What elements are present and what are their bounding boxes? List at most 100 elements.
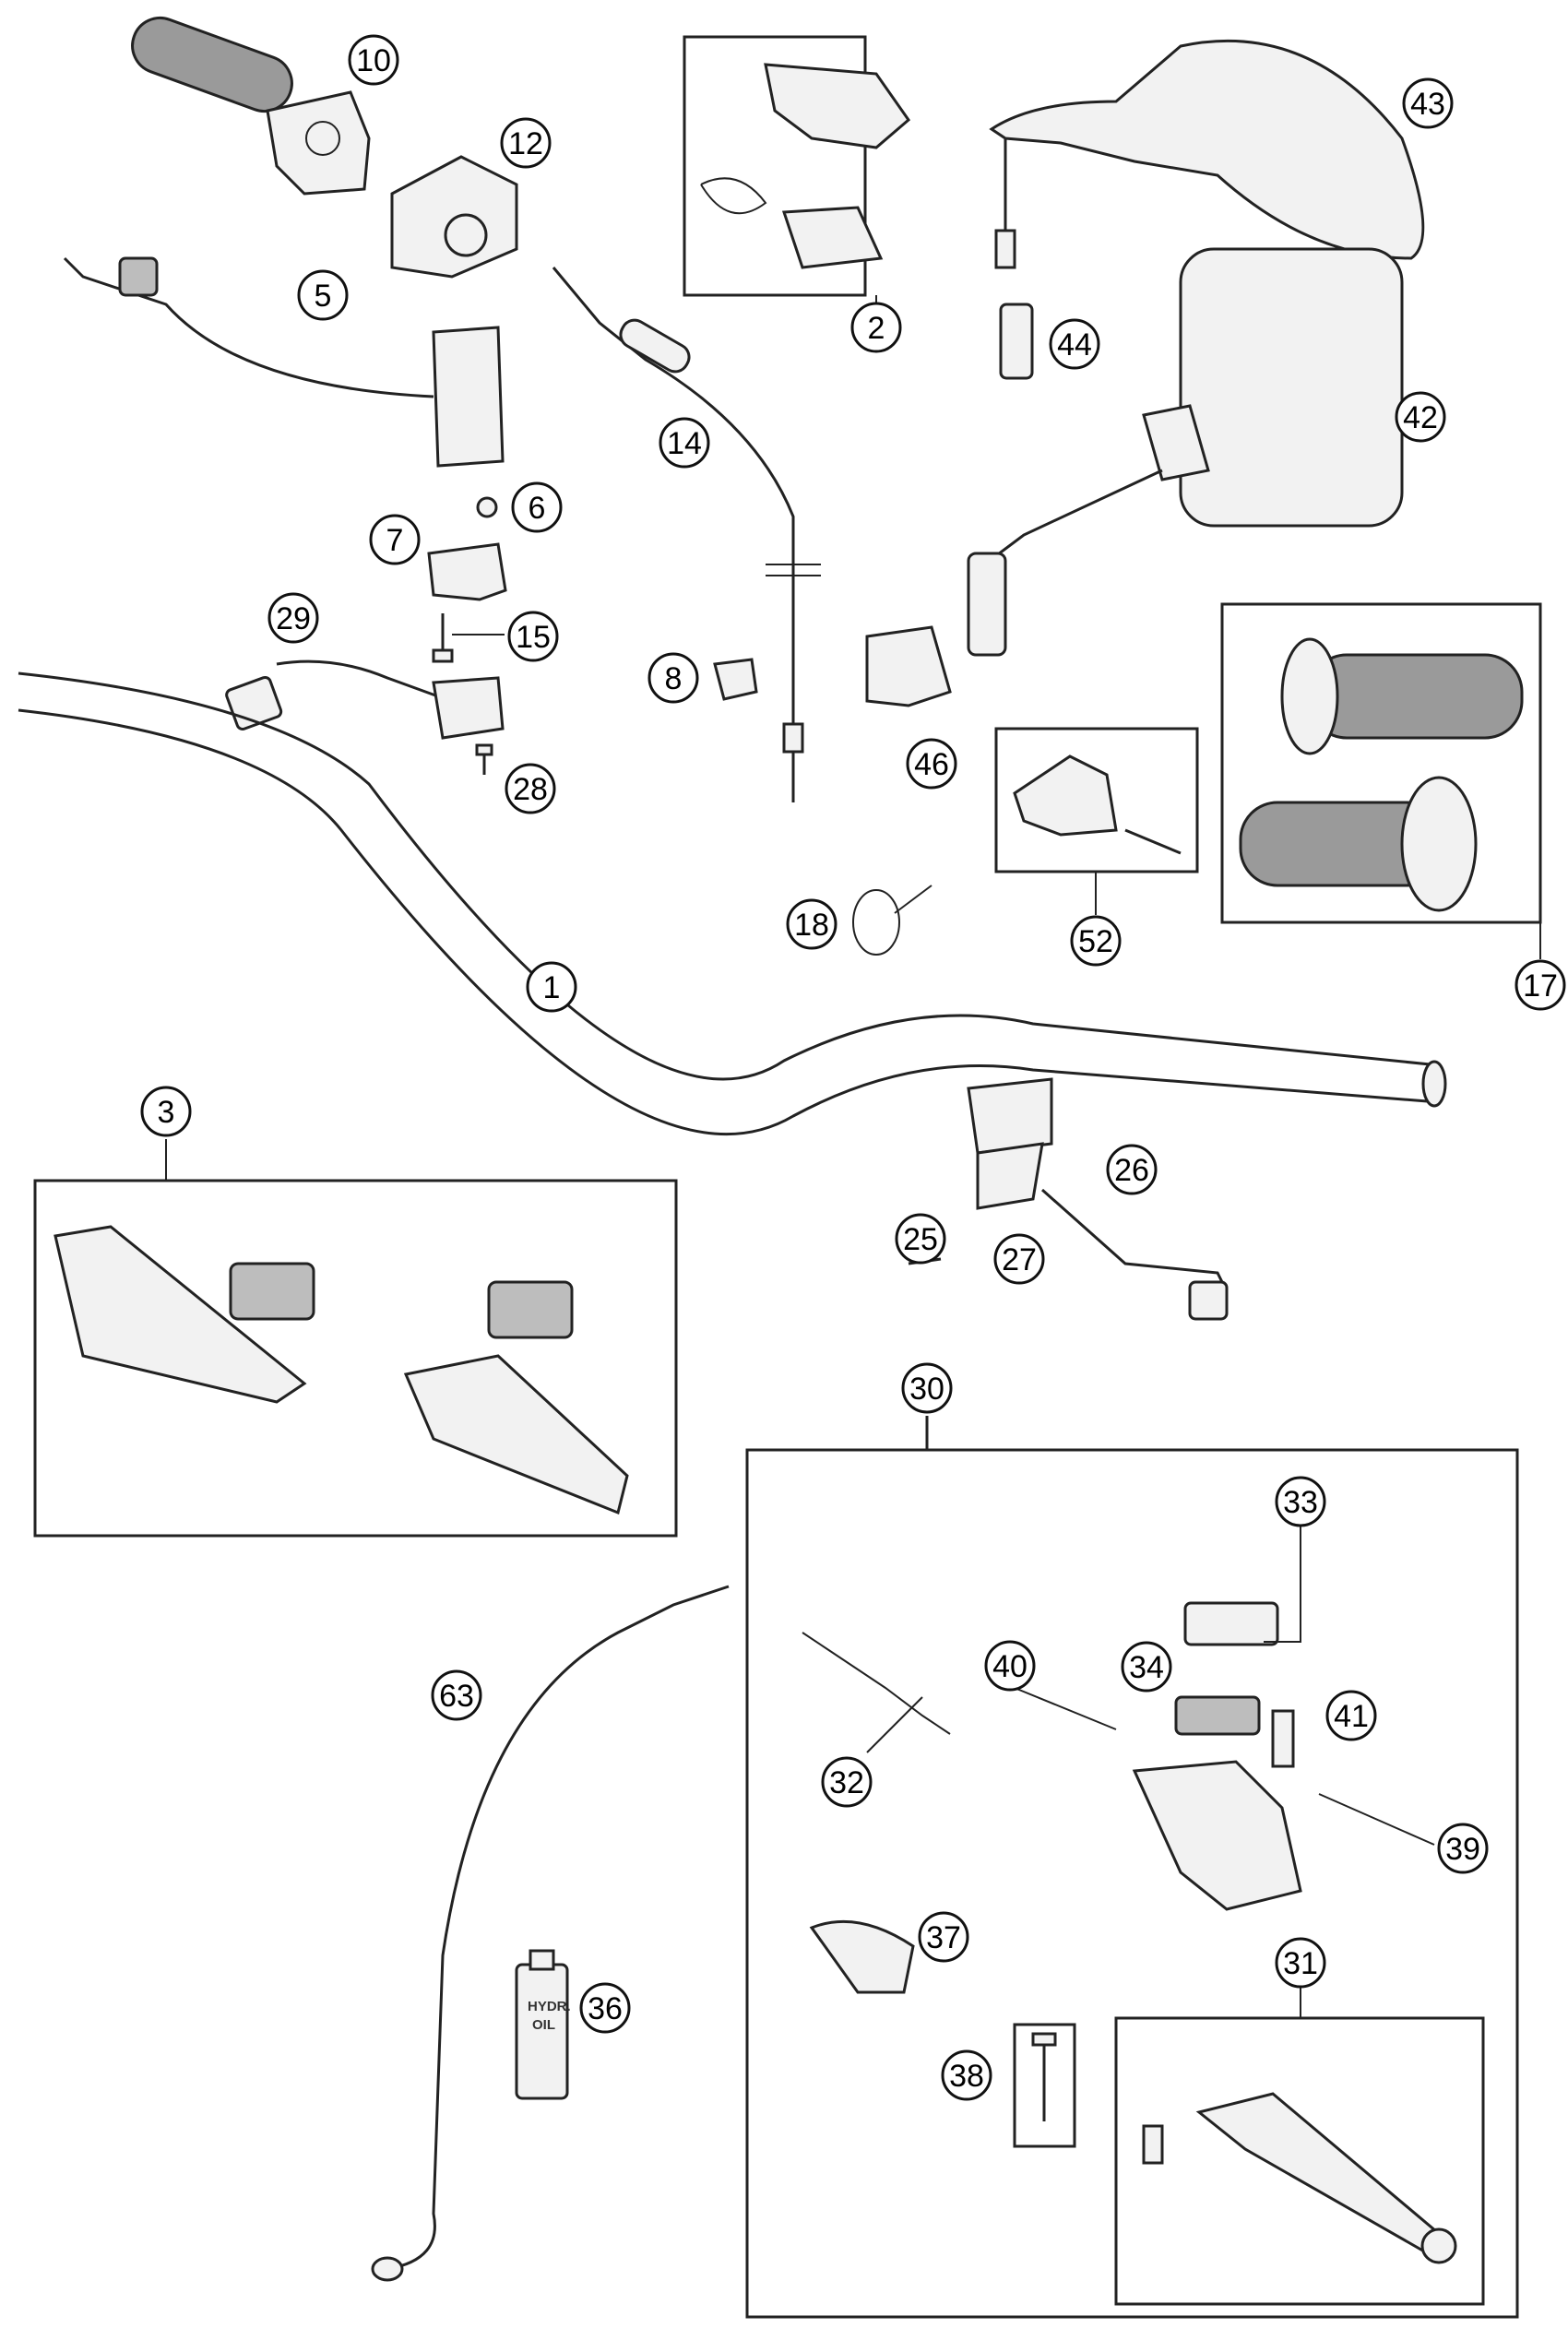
switch-wiring-part [63, 256, 505, 468]
callout-circle [507, 611, 559, 662]
lever-clamp-part-52-group [994, 727, 1199, 873]
callout-number: 29 [276, 601, 311, 636]
callout-number: 46 [914, 747, 949, 782]
brake-lever-part-31-group [1114, 2016, 1485, 2306]
callout-7: 7 [369, 514, 421, 565]
callout-6: 6 [511, 481, 563, 533]
callout-42: 42 [1395, 391, 1446, 443]
leader-32 [866, 1696, 923, 1753]
callout-circle [1121, 1641, 1172, 1693]
throttle-cable-part [552, 267, 821, 802]
callout-circle [1325, 1690, 1377, 1741]
callout-number: 42 [1403, 400, 1438, 435]
callout-number: 32 [829, 1765, 864, 1800]
callout-30: 30 [901, 1362, 953, 1414]
callout-25: 25 [895, 1213, 946, 1265]
callout-circle [821, 1756, 873, 1808]
callout-number: 14 [667, 426, 702, 461]
callout-number: 43 [1410, 87, 1445, 122]
callout-number: 1 [543, 970, 561, 1005]
screw-part-38-group [1013, 2023, 1076, 2148]
callout-38: 38 [941, 2049, 992, 2101]
callout-number: 26 [1114, 1153, 1149, 1188]
callout-number: 38 [949, 2059, 984, 2094]
cable-tie-part-18 [852, 885, 932, 956]
callout-circle [140, 1086, 192, 1137]
bottle-label-line-2: OIL [532, 2017, 555, 2033]
callout-36: 36 [579, 1982, 631, 2034]
callout-number: 40 [992, 1649, 1028, 1684]
callout-number: 37 [926, 1920, 961, 1955]
leader-33 [1264, 1517, 1301, 1643]
callout-circle [918, 1911, 969, 1963]
callout-circle [1049, 318, 1100, 370]
handlebar-end [1421, 1060, 1447, 1108]
bottle-label-line-1: HYDR. [528, 1999, 571, 2014]
callout-3: 3 [140, 1086, 192, 1137]
callout-10: 10 [348, 34, 399, 86]
master-cylinder-part-30-group [745, 1416, 1519, 2319]
clamp-part-46 [865, 625, 952, 707]
callout-number: 8 [665, 661, 683, 696]
callout-circle [267, 592, 319, 644]
callout-number: 18 [794, 908, 829, 943]
callout-number: 44 [1057, 327, 1092, 362]
nut-part-6 [476, 496, 498, 518]
callout-2: 2 [850, 302, 902, 353]
callout-circle [1437, 1823, 1489, 1874]
callout-circle [526, 961, 577, 1013]
callout-circle [500, 117, 552, 169]
callout-28: 28 [505, 763, 556, 814]
callout-number: 41 [1334, 1699, 1369, 1734]
callout-number: 31 [1283, 1946, 1318, 1981]
callout-43: 43 [1402, 77, 1454, 129]
callout-number: 63 [439, 1679, 474, 1714]
callout-circle [579, 1982, 631, 2034]
adapter-part-44 [999, 303, 1034, 380]
callout-number: 7 [386, 523, 404, 558]
callout-number: 36 [588, 1991, 623, 2026]
callout-number: 3 [158, 1095, 175, 1130]
callout-33: 33 [1275, 1476, 1326, 1527]
callout-31: 31 [1275, 1937, 1326, 1989]
callout-circle [1275, 1937, 1326, 1989]
callout-circle [348, 34, 399, 86]
leader-39 [1318, 1793, 1435, 1846]
callout-circle [1070, 915, 1122, 967]
callout-number: 27 [1002, 1242, 1037, 1277]
callout-circle [1275, 1476, 1326, 1527]
callout-circle [941, 2049, 992, 2101]
callout-circle [850, 302, 902, 353]
callout-37: 37 [918, 1911, 969, 1963]
handlebar-part-inner [18, 708, 1440, 1136]
callout-26: 26 [1106, 1144, 1158, 1195]
throttle-grip-part [131, 16, 371, 196]
callout-circle [647, 652, 699, 704]
callout-27: 27 [993, 1233, 1045, 1285]
callout-number: 28 [513, 772, 548, 807]
callout-number: 10 [356, 43, 391, 78]
callout-circle [1395, 391, 1446, 443]
callout-number: 39 [1445, 1832, 1480, 1867]
mirror-part-43 [989, 39, 1425, 269]
callout-1: 1 [526, 961, 577, 1013]
callout-41: 41 [1325, 1690, 1377, 1741]
handlebar-part [18, 671, 1440, 1081]
callout-12: 12 [500, 117, 552, 169]
callout-39: 39 [1437, 1823, 1489, 1874]
callout-14: 14 [659, 417, 710, 469]
callout-8: 8 [647, 652, 699, 704]
callout-circle [984, 1640, 1036, 1692]
callout-circle [993, 1233, 1045, 1285]
callout-44: 44 [1049, 318, 1100, 370]
callout-circle [906, 738, 957, 790]
callout-34: 34 [1121, 1641, 1172, 1693]
callout-15: 15 [507, 611, 559, 662]
callout-number: 52 [1078, 924, 1113, 959]
callout-number: 2 [868, 311, 885, 346]
callout-circle [505, 763, 556, 814]
grips-part-17-group [1220, 602, 1542, 924]
screw-part-15 [432, 613, 454, 663]
callout-17: 17 [1515, 959, 1566, 1011]
